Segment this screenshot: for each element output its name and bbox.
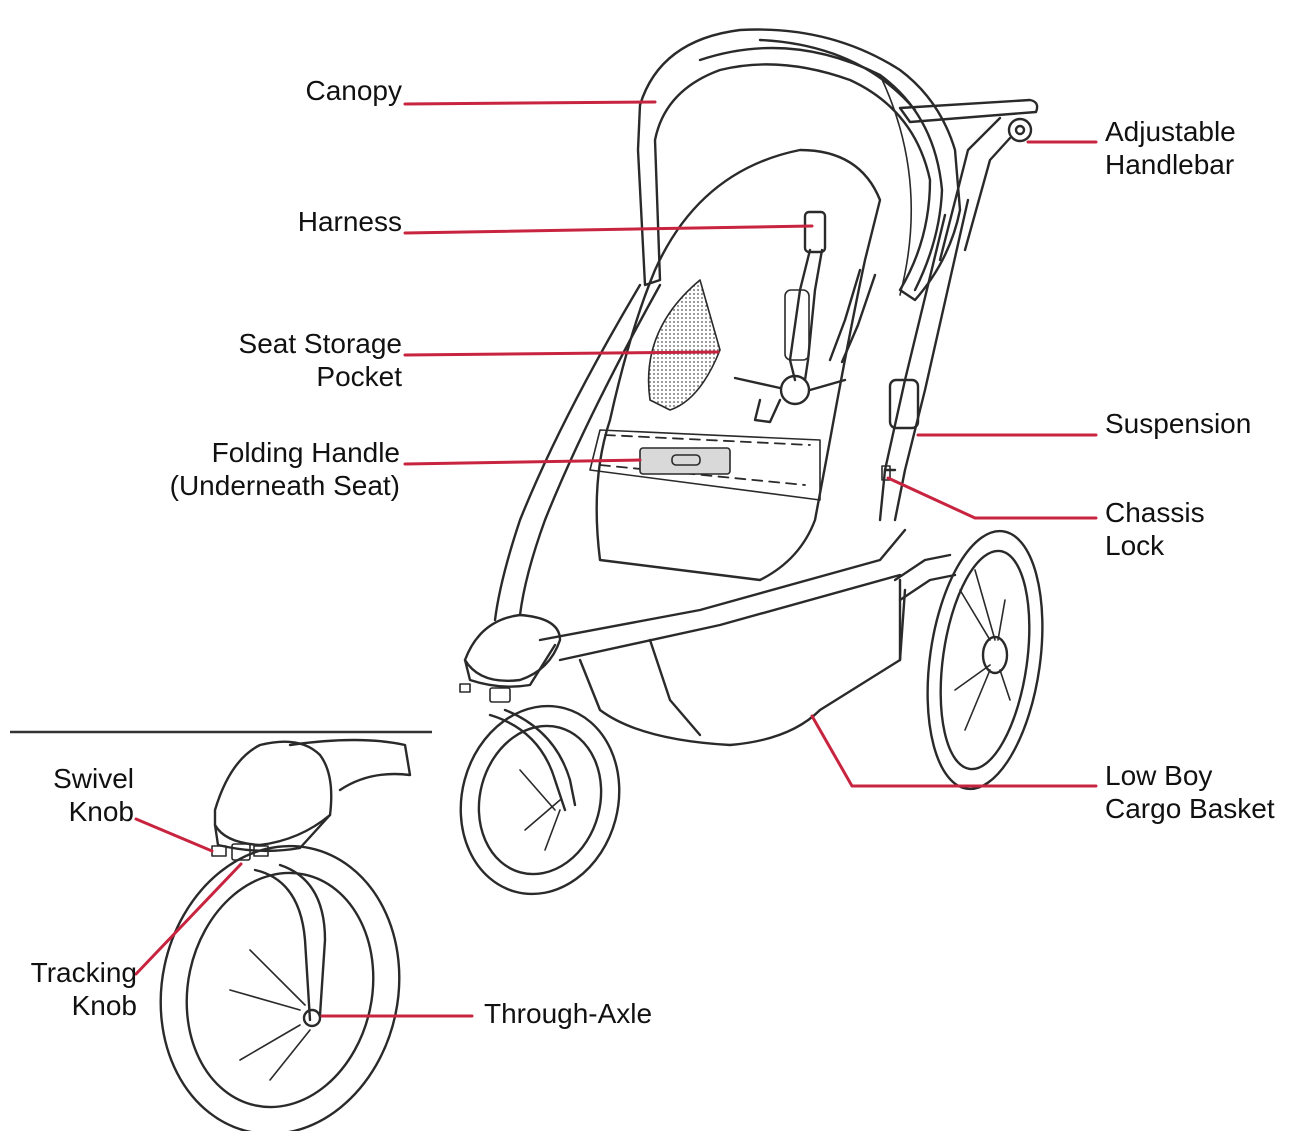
label-adjustable-handlebar-line2: Handlebar [1105, 149, 1235, 180]
label-suspension-text: Suspension [1105, 408, 1252, 439]
handlebar-drawing [898, 98, 1039, 262]
front-housing-drawing [459, 613, 562, 703]
harness-drawing [733, 210, 877, 424]
label-low-boy-cargo-basket-line1: Low Boy [1105, 760, 1213, 791]
leader-canopy [403, 100, 657, 106]
label-harness-text: Harness [297, 206, 402, 237]
label-seat-storage-pocket: Seat Storage Pocket [239, 327, 402, 393]
front-wheel-detail-drawing [159, 738, 412, 1131]
leader-seat-storage-pocket [403, 350, 720, 357]
label-adjustable-handlebar: Adjustable Handlebar [1105, 115, 1236, 181]
leader-swivel-knob [134, 817, 214, 853]
label-adjustable-handlebar-line1: Adjustable [1105, 116, 1236, 147]
label-swivel-knob: Swivel Knob [53, 762, 134, 828]
label-tracking-knob-line1: Tracking [30, 957, 137, 988]
leader-lines [134, 100, 1098, 1018]
rear-frame-drawing [878, 198, 970, 522]
seat-drawing [589, 148, 882, 582]
label-through-axle: Through-Axle [484, 997, 652, 1030]
rear-wheel-drawing [893, 529, 1044, 791]
label-tracking-knob: Tracking Knob [31, 956, 137, 1022]
lower-frame-drawing [538, 528, 907, 747]
leader-low-boy-cargo-basket [810, 714, 1098, 788]
label-seat-storage-pocket-line2: Pocket [316, 361, 402, 392]
label-folding-handle: Folding Handle (Underneath Seat) [170, 436, 400, 502]
label-folding-handle-line2: (Underneath Seat) [169, 470, 400, 501]
label-swivel-knob-line2: Knob [68, 796, 134, 827]
label-folding-handle-line1: Folding Handle [211, 437, 400, 468]
front-wheel-drawing [459, 704, 621, 896]
label-low-boy-cargo-basket: Low Boy Cargo Basket [1105, 759, 1275, 825]
leader-tracking-knob [134, 862, 243, 976]
label-swivel-knob-line1: Swivel [53, 763, 134, 794]
label-canopy: Canopy [305, 74, 402, 107]
label-canopy-text: Canopy [305, 75, 402, 106]
stroller-drawing [459, 28, 1044, 896]
label-chassis-lock: Chassis Lock [1105, 496, 1205, 562]
leader-harness [403, 224, 814, 235]
label-seat-storage-pocket-line1: Seat Storage [238, 328, 402, 359]
label-chassis-lock-line2: Lock [1105, 530, 1165, 561]
left-frame-drawing [493, 283, 662, 622]
label-suspension: Suspension [1105, 407, 1251, 440]
label-through-axle-text: Through-Axle [484, 998, 653, 1029]
label-chassis-lock-line1: Chassis [1105, 497, 1205, 528]
label-harness: Harness [298, 205, 402, 238]
canopy-drawing [636, 28, 962, 302]
label-low-boy-cargo-basket-line2: Cargo Basket [1105, 793, 1275, 824]
leader-chassis-lock [886, 476, 1098, 520]
label-tracking-knob-line2: Knob [71, 990, 137, 1021]
leader-folding-handle [403, 458, 642, 466]
